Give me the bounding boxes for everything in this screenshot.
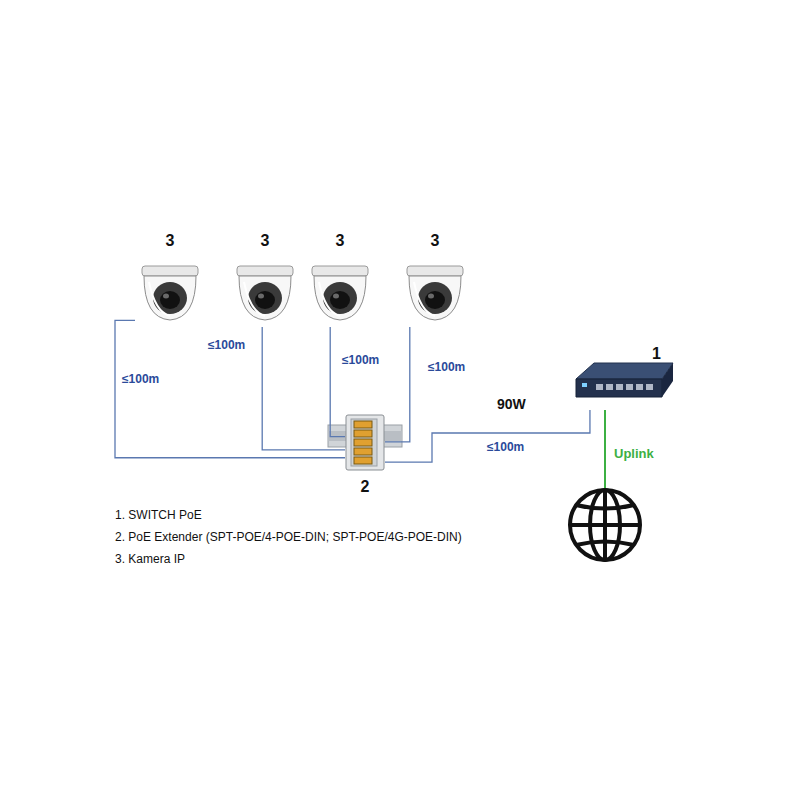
cable-line [385,327,410,442]
cable-line [330,327,345,437]
power-label: 90W [497,396,526,412]
callout-number: 2 [345,478,385,496]
legend-line: 1. SWITCH PoE [115,508,202,522]
camera-node: 3 [135,232,205,327]
distance-label: ≤100m [426,360,467,374]
callout-number: 1 [570,345,661,363]
uplink-line [604,410,606,488]
cable-line [385,410,590,462]
legend-line: 3. Kamera IP [115,552,185,566]
globe-icon [570,490,640,560]
callout-number: 3 [400,232,470,250]
callout-number: 3 [230,232,300,250]
distance-label: ≤100m [120,372,161,386]
legend-line: 2. PoE Extender (SPT-POE/4-POE-DIN; SPT-… [115,530,462,544]
cable-line [115,320,345,457]
distance-label: ≤100m [206,338,247,352]
callout-number: 3 [305,232,375,250]
uplink-label: Uplink [612,446,656,461]
camera-node: 3 [400,232,470,327]
cable-line [262,327,345,450]
camera-node: 3 [230,232,300,327]
distance-label: ≤100m [340,353,381,367]
switch-node: 1 [570,345,675,410]
distance-label: ≤100m [485,440,526,454]
callout-number: 3 [135,232,205,250]
camera-node: 3 [305,232,375,327]
extender-node: 2 [345,412,385,500]
